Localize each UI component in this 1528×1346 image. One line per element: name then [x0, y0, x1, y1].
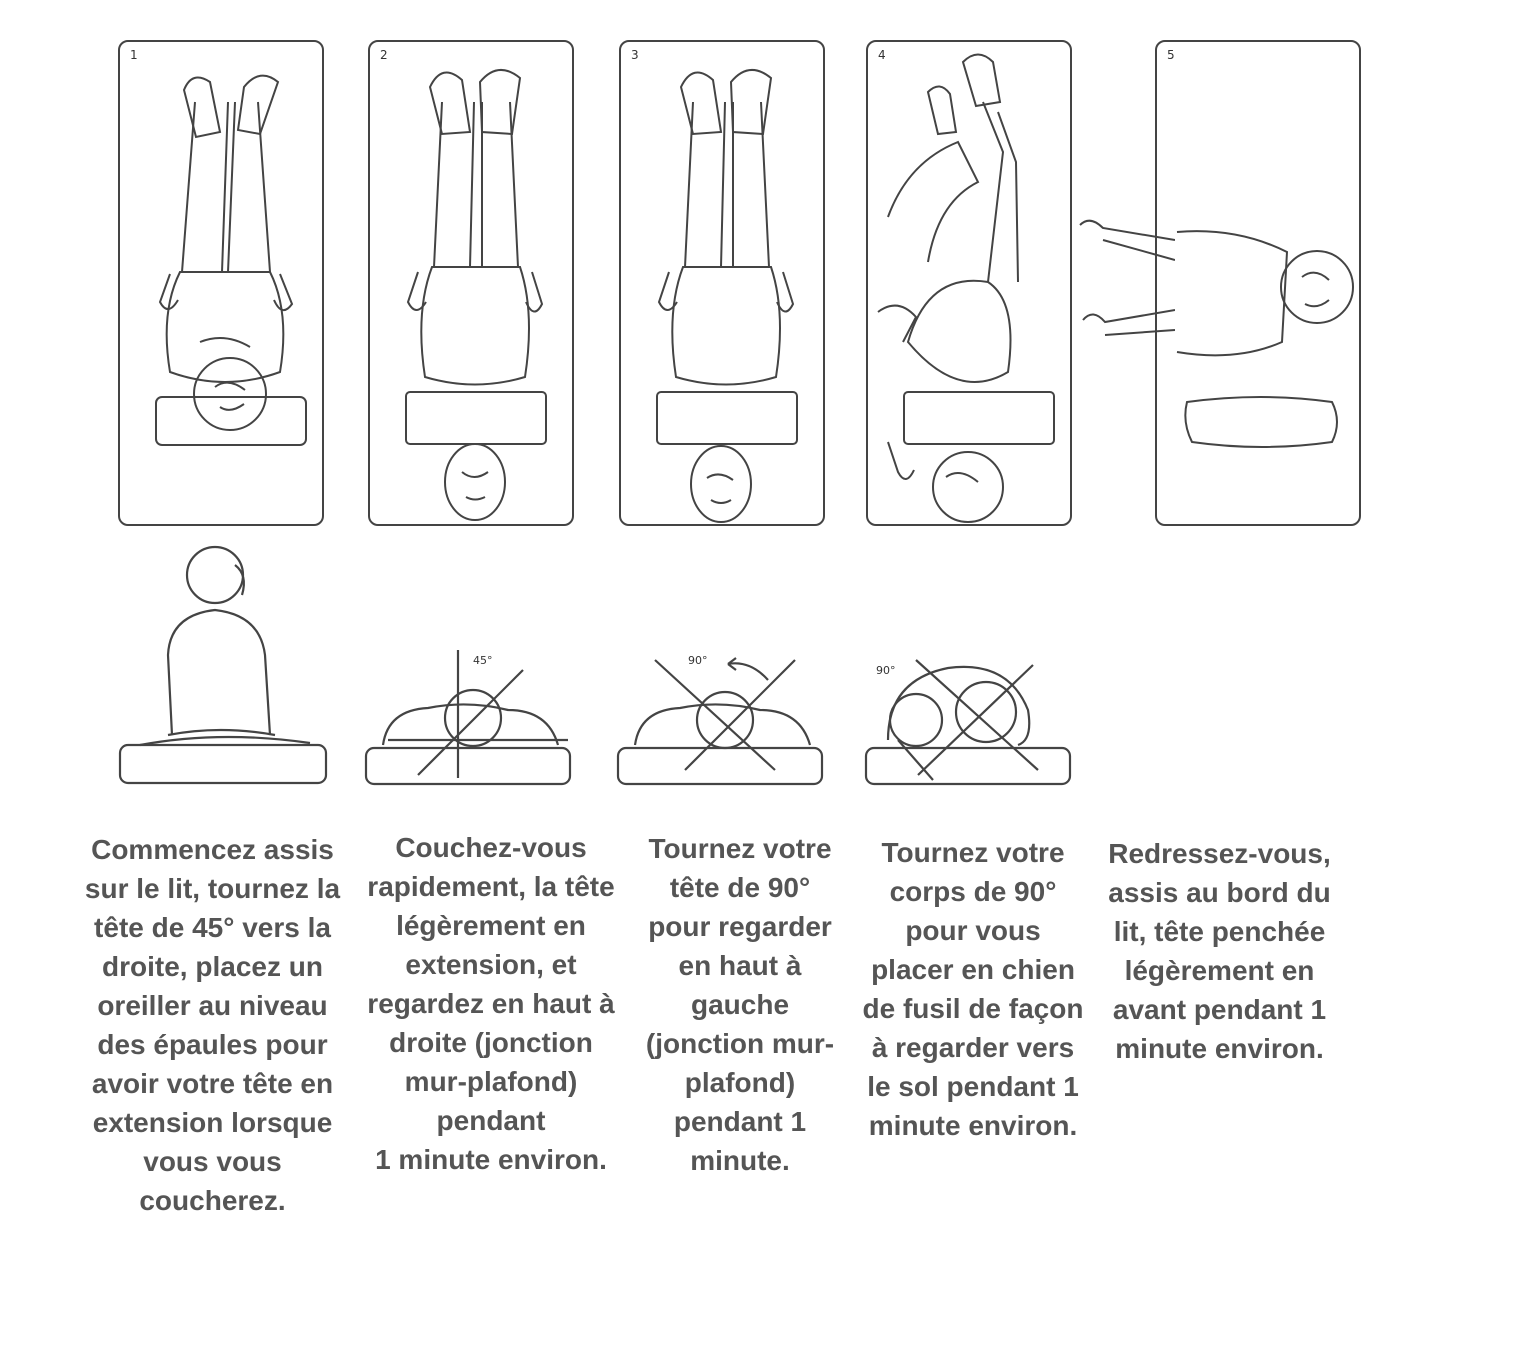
- step-4-figure: [877, 53, 1055, 523]
- step-5-caption: Redressez-vous, assis au bord du lit, tê…: [1108, 838, 1331, 1064]
- step-3-caption: Tournez votre tête de 90° pour regarder …: [645, 833, 835, 1176]
- step-5-legs-figure: [1079, 219, 1175, 336]
- step-5-panel: 5: [1155, 40, 1361, 526]
- step-4-caption: Tournez votre corps de 90° pour vous pla…: [862, 837, 1084, 1141]
- step-3-figure: [656, 69, 798, 523]
- step-2-panel: 2: [368, 40, 574, 526]
- step-2-angle-label: 45°: [473, 654, 493, 667]
- step-4-side-view: 90°: [864, 659, 1072, 786]
- step-3-number: 3: [631, 48, 639, 62]
- step-2-side-view: 45°: [364, 650, 572, 786]
- step-4-number: 4: [878, 48, 886, 62]
- step-3-side-view: 90°: [616, 654, 824, 786]
- step-1-figure: [155, 74, 307, 446]
- step-1-caption: Commencez assis sur le lit, tournez la t…: [84, 834, 341, 1216]
- step-4-angle-label: 90°: [876, 664, 896, 677]
- step-5-number: 5: [1167, 48, 1175, 62]
- step-2-figure: [405, 69, 547, 521]
- step-1-side-view: [118, 545, 328, 785]
- step-1-panel: 1: [118, 40, 324, 526]
- step-3-panel: 3: [619, 40, 825, 526]
- step-5-figure: [1176, 230, 1354, 448]
- step-2-caption: Couchez-vous rapidement, la tête légèrem…: [367, 832, 615, 1175]
- step-2-number: 2: [380, 48, 388, 62]
- step-3-angle-label: 90°: [688, 654, 708, 667]
- step-1-number: 1: [130, 48, 138, 62]
- step-4-panel: 4: [866, 40, 1072, 526]
